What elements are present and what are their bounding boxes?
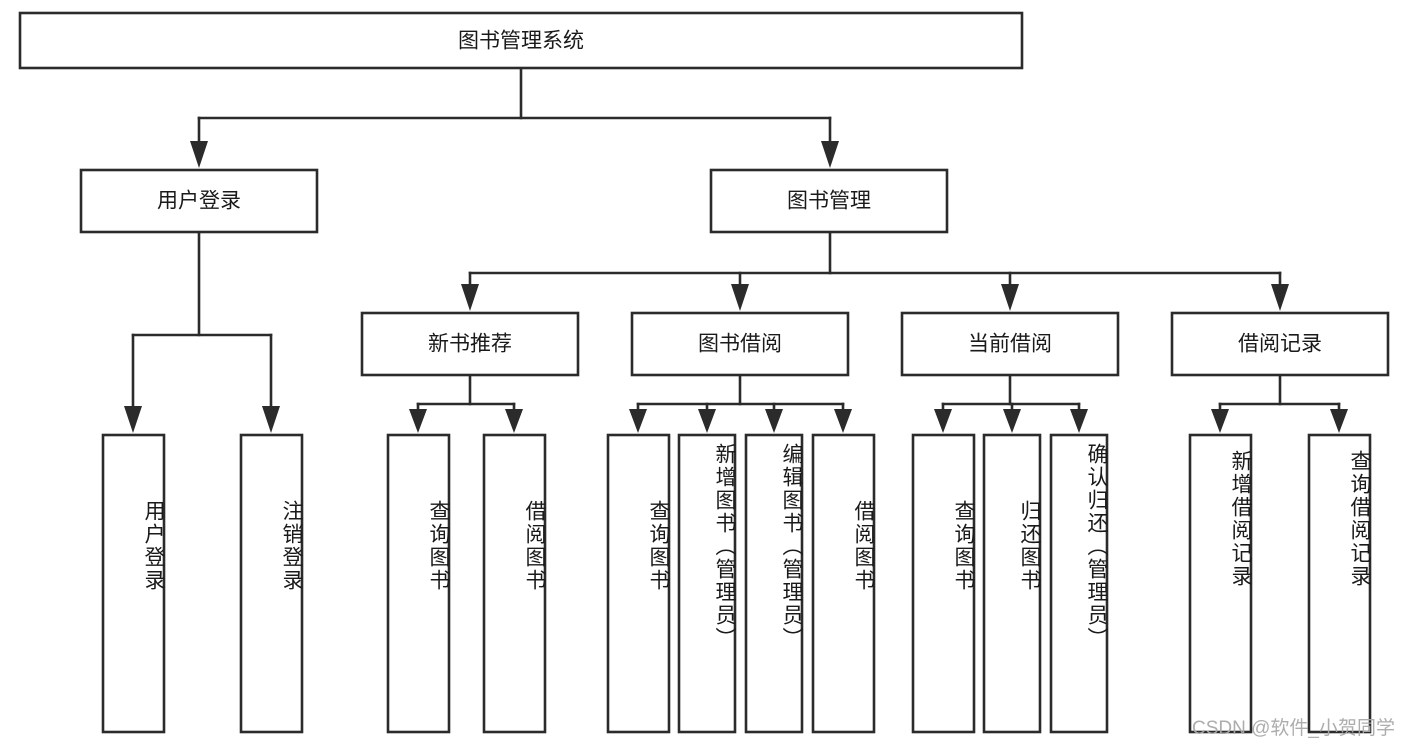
node-new-book-rec-label: 新书推荐 — [428, 333, 512, 356]
arrowhead-to-book-manage — [821, 141, 839, 168]
leaf-box-query-record[interactable] — [1307, 433, 1372, 734]
csdn-watermark: CSDN @软件_小贺同学 — [1192, 718, 1395, 739]
node-user-login-label: 用户登录 — [157, 190, 241, 213]
node-user-login-box[interactable] — [79, 168, 319, 234]
leaf-box-user-login[interactable] — [101, 433, 166, 734]
leaf-box-borrow-book-1[interactable] — [482, 433, 547, 734]
arrowhead-to-user-login — [190, 141, 208, 168]
arrowhead-leaf-user-login — [124, 406, 142, 433]
connector-current-borrow-to-leaves — [941, 373, 1081, 414]
arrowhead-leaf-edit-book — [765, 409, 783, 433]
arrowhead-leaf-query-record — [1330, 409, 1348, 433]
leaf-box-add-record[interactable] — [1188, 433, 1253, 734]
leaf-box-confirm-return[interactable] — [1049, 433, 1109, 734]
leaf-box-borrow-book-2[interactable] — [811, 433, 876, 734]
leaf-box-query-book-2[interactable] — [606, 433, 671, 734]
leaf-box-query-book-3[interactable] — [911, 433, 976, 734]
node-borrow-record-label: 借阅记录 — [1238, 333, 1322, 356]
connector-new-book-rec-to-leaves — [416, 373, 516, 414]
arrowhead-leaf-return-book — [1003, 409, 1021, 433]
arrowhead-leaf-borrow-book-2 — [834, 409, 852, 433]
arrowhead-leaf-borrow-book-1 — [505, 409, 523, 433]
arrowhead-leaf-query-book-3 — [934, 409, 952, 433]
arrowhead-leaf-query-book-2 — [629, 409, 647, 433]
arrowhead-to-current-borrow — [1001, 284, 1019, 311]
node-book-manage-label: 图书管理 — [787, 190, 871, 213]
node-root-label: 图书管理系统 — [458, 30, 584, 53]
connector-book-borrow-to-leaves — [636, 373, 845, 414]
node-book-borrow-box[interactable] — [630, 311, 850, 377]
connector-borrow-record-to-leaves — [1218, 373, 1341, 414]
leaf-box-logout[interactable] — [239, 433, 304, 734]
leaf-box-edit-book[interactable] — [744, 433, 804, 734]
node-new-book-rec-box[interactable] — [360, 311, 580, 377]
arrowhead-to-new-book-rec — [461, 284, 479, 311]
leaf-box-return-book[interactable] — [982, 433, 1042, 734]
node-book-manage-box[interactable] — [709, 168, 949, 234]
arrowhead-leaf-confirm-return — [1070, 409, 1088, 433]
node-borrow-record-box[interactable] — [1170, 311, 1390, 377]
node-book-borrow-label: 图书借阅 — [698, 333, 782, 356]
arrowhead-leaf-logout — [262, 406, 280, 433]
arrowhead-to-book-borrow — [731, 284, 749, 311]
node-current-borrow-label: 当前借阅 — [968, 333, 1052, 356]
arrowhead-leaf-add-book — [698, 409, 716, 433]
arrowhead-to-borrow-record — [1271, 284, 1289, 311]
connector-book-manage-to-level3 — [468, 230, 1282, 287]
node-current-borrow-box[interactable] — [900, 311, 1120, 377]
leaf-box-add-book[interactable] — [677, 433, 737, 734]
arrowhead-leaf-add-record — [1211, 409, 1229, 433]
connector-root-to-level2 — [197, 66, 832, 142]
connector-user-login-to-leaves — [131, 230, 273, 407]
arrowhead-leaf-query-book-1 — [409, 409, 427, 433]
leaf-box-query-book-1[interactable] — [386, 433, 451, 734]
node-root-box[interactable] — [18, 11, 1024, 70]
